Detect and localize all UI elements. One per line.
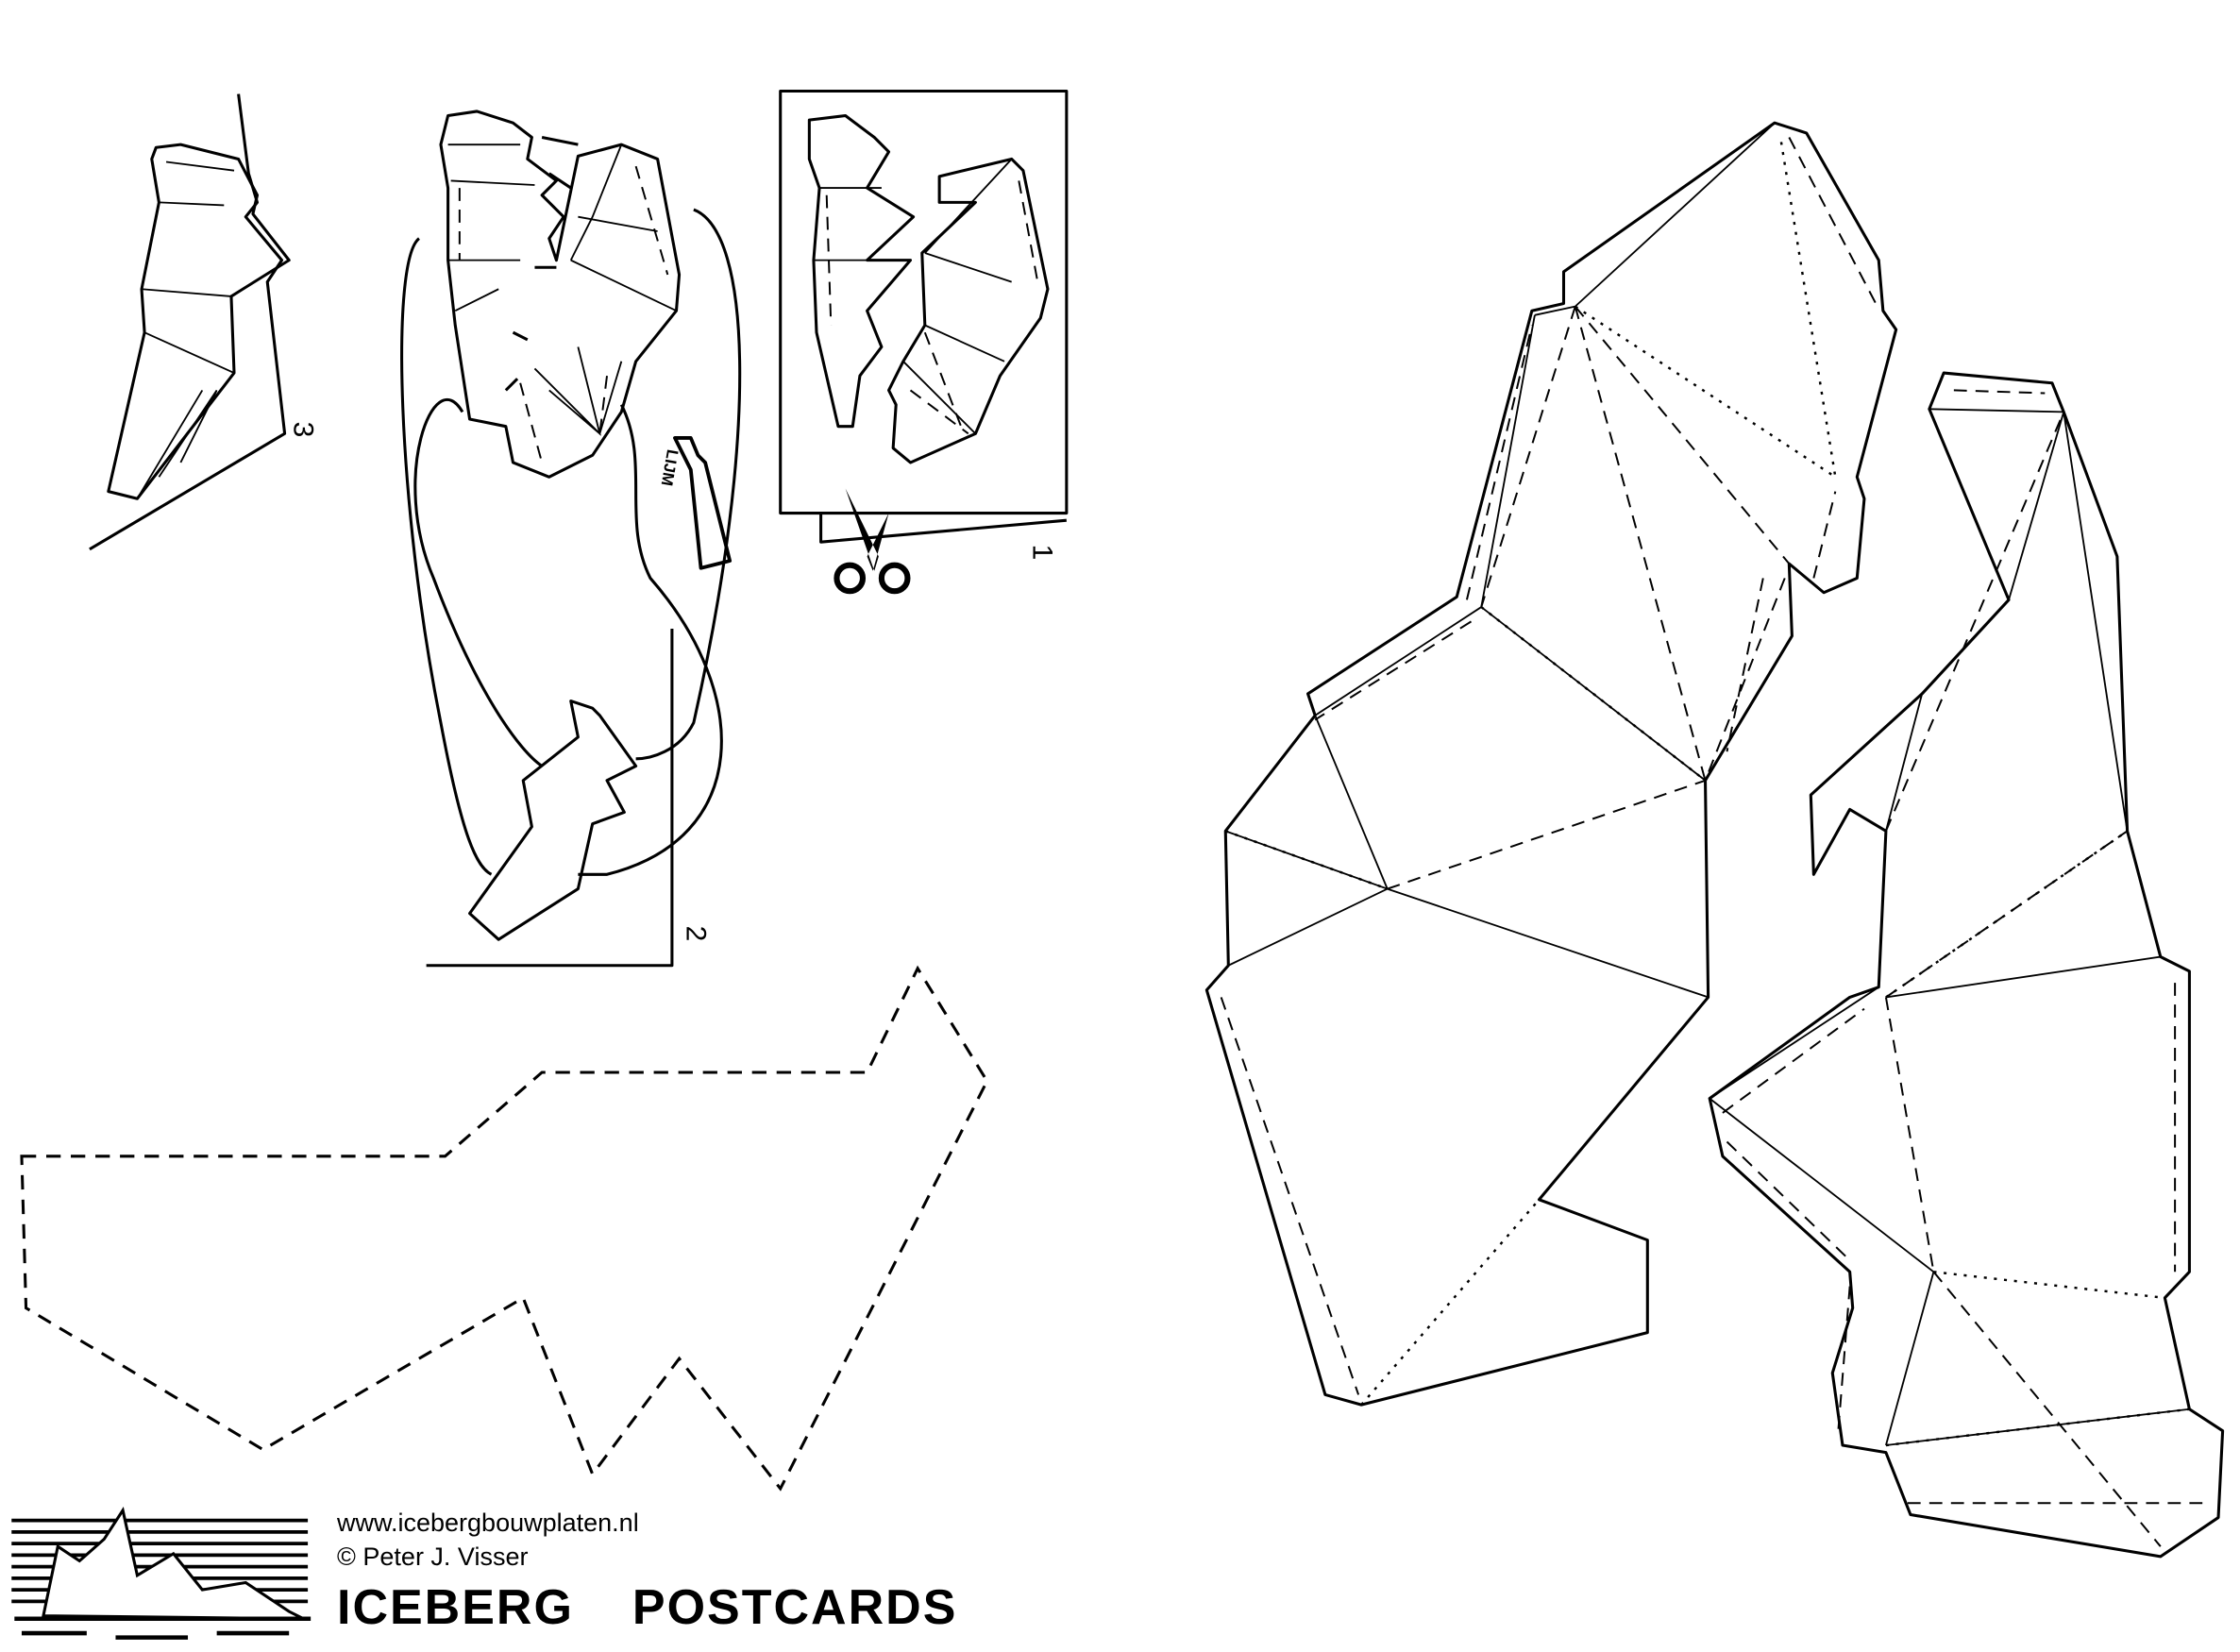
glue-tube-icon — [673, 436, 733, 570]
step2-illustration — [400, 110, 742, 968]
step-number-3: 3 — [287, 421, 319, 438]
step-number-2: 2 — [680, 925, 712, 942]
scissors-icon — [834, 488, 911, 595]
iceberg-net-left — [1204, 121, 1898, 1407]
step3-illustration — [89, 93, 291, 551]
step1-illustration — [779, 89, 1069, 595]
base-cut-outline — [20, 965, 989, 1492]
title-word-postcards: POSTCARDS — [632, 1580, 958, 1635]
iceberg-logo — [11, 1507, 312, 1640]
title-word-iceberg: ICEBERG — [337, 1580, 574, 1635]
step-number-1: 1 — [1026, 544, 1058, 561]
iceberg-net-right — [1708, 371, 2225, 1559]
copyright-text: © Peter J. Visser — [337, 1542, 529, 1571]
product-title: ICEBERG POSTCARDS — [337, 1579, 957, 1636]
website-url[interactable]: www.icebergbouwplaten.nl — [337, 1509, 639, 1537]
